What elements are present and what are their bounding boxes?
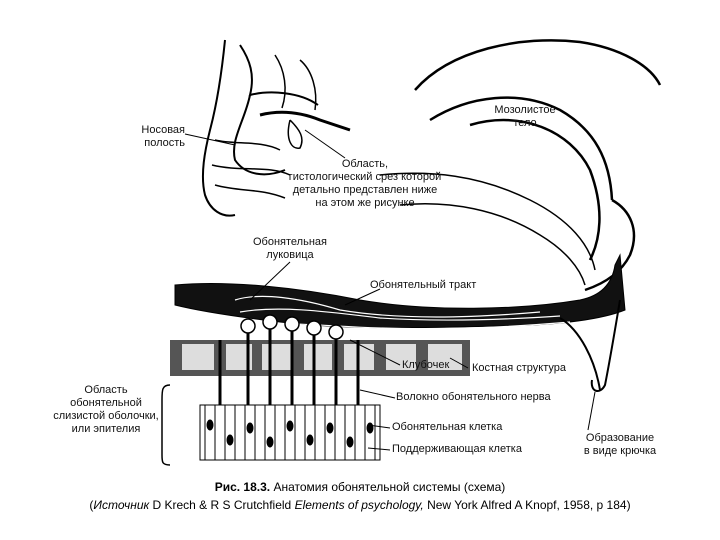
label-corpus-callosum-line1: Мозолистое	[494, 104, 556, 116]
label-olfactory-bulb: Обонятельная луковица	[240, 236, 340, 262]
label-nerve-fiber: Волокно обонятельного нерва	[396, 391, 551, 403]
label-mucosa-region-line2: обонятельной	[70, 397, 142, 409]
nasal-leader-line	[184, 133, 236, 146]
figure-caption: Рис. 18.3. Анатомия обонятельной системы…	[0, 478, 720, 514]
source-open-paren: (	[89, 498, 94, 512]
label-corpus-callosum: Мозолистое тело	[480, 104, 570, 130]
label-olfactory-bulb-line1: Обонятельная	[253, 236, 327, 248]
caption-title-line: Рис. 18.3. Анатомия обонятельной системы…	[0, 478, 720, 496]
label-bone-structure: Костная структура	[472, 362, 567, 374]
label-section-region: Область, гистологический срез которой де…	[280, 158, 450, 210]
nerve-fibers	[218, 329, 360, 405]
label-olfactory-tract: Обонятельный тракт	[370, 279, 477, 291]
region-leader-line	[304, 129, 346, 159]
label-mucosa-region-line1: Область	[84, 384, 128, 396]
figure-title: Анатомия обонятельной системы (схема)	[273, 480, 506, 494]
epithelium-cells	[199, 404, 381, 461]
label-section-region-line2: гистологический срез которой	[288, 171, 442, 183]
label-supporting-cell: Поддерживающая клетка	[392, 443, 522, 455]
caption-source-line: (Источник D Krech & R S Crutchfield Elem…	[0, 496, 720, 514]
label-mucosa-region: Область обонятельной слизистой оболочки,…	[50, 384, 162, 436]
label-hook-formation-line2: в виде крючка	[583, 445, 657, 457]
label-hook-formation: Образование в виде крючка	[570, 432, 670, 458]
brain-outline	[379, 39, 662, 292]
head-inset-sketch	[201, 39, 351, 217]
source-book: Elements of psychology,	[294, 498, 424, 512]
figure-number: Рис. 18.3.	[214, 480, 271, 494]
mucosa-bracket	[161, 384, 171, 466]
label-section-region-line4: на этом же рисунке	[315, 197, 415, 209]
source-authors: D Krech & R S Crutchfield	[152, 498, 292, 512]
label-section-region-line3: детально представлен ниже	[292, 184, 438, 196]
label-olfactory-bulb-line2: луковица	[266, 249, 314, 261]
source-publisher: New York Alfred A Knopf, 1958, p 184)	[427, 498, 631, 512]
label-nasal-cavity-line2: полость	[144, 137, 185, 149]
label-nasal-cavity-line1: Носовая	[141, 124, 185, 136]
label-mucosa-region-line4: или эпителия	[71, 423, 141, 435]
label-nasal-cavity: Носовая полость	[115, 124, 185, 150]
glomeruli	[240, 314, 344, 340]
label-corpus-callosum-line2: тело	[513, 117, 537, 129]
label-glomerulus: Клубочек	[402, 359, 450, 371]
leader-lines	[249, 261, 596, 451]
label-section-region-line1: Область,	[341, 158, 389, 170]
label-mucosa-region-line3: слизистой оболочки,	[53, 410, 159, 422]
label-hook-formation-line1: Образование	[585, 432, 655, 444]
label-olfactory-cell: Обонятельная клетка	[392, 421, 503, 433]
olfactory-bulb-tract	[174, 253, 626, 392]
source-label: Источник	[93, 498, 150, 512]
